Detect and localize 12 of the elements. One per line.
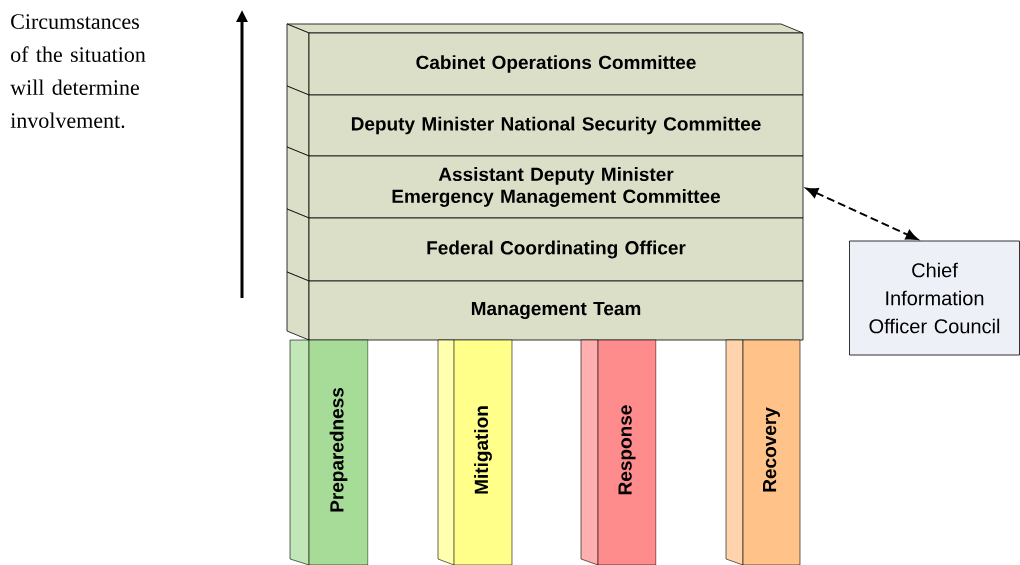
phase-pillar: Mitigation: [437, 339, 513, 565]
council-box: Chief Information Officer Council: [849, 240, 1020, 356]
tier-box: Cabinet Operations Committee: [286, 23, 804, 96]
phase-pillar: Response: [580, 339, 657, 565]
tier-box: Federal Coordinating Officer: [286, 208, 804, 282]
phase-pillar: Recovery: [725, 339, 801, 565]
tier-box: Deputy Minister National Security Committee: [286, 85, 804, 157]
tier-box: Management Team: [286, 271, 804, 341]
note-text: Circumstances of the situation will determine involvement.: [10, 14, 146, 129]
tier-box: Assistant Deputy Minister Emergency Management Committee: [286, 146, 804, 219]
phase-pillar: Preparedness: [289, 339, 369, 565]
arrow: [805, 187, 918, 240]
